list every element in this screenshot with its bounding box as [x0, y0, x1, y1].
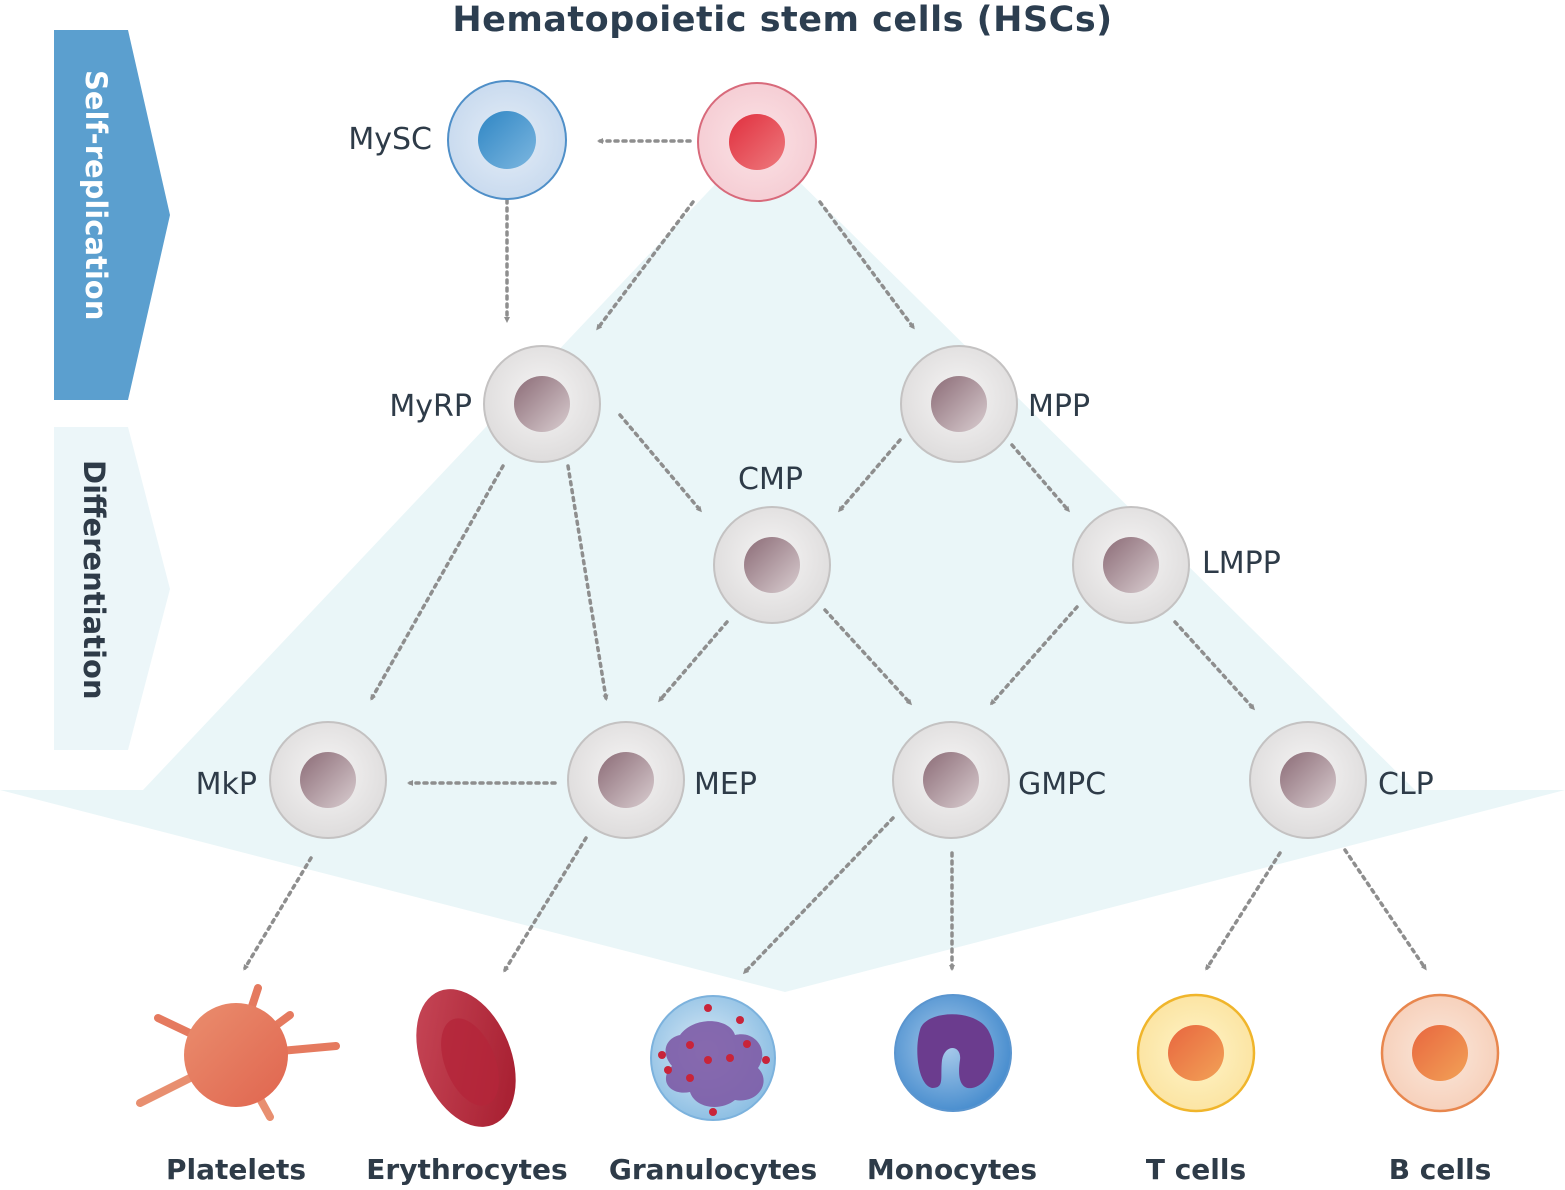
arrow-mkp-platelets [243, 856, 313, 971]
label-erythrocytes: Erythrocytes [366, 1153, 568, 1186]
monocyte-icon [894, 994, 1012, 1112]
arrow-myrp-mep [566, 464, 609, 701]
label-cmp: CMP [738, 462, 803, 497]
arrow-lmpp-clp [1173, 620, 1256, 711]
label-lmpp: LMPP [1202, 546, 1281, 581]
arrow-hsc-mpp [818, 200, 915, 330]
mkp-cell [269, 721, 387, 839]
b-cell-icon [1380, 993, 1500, 1113]
stage-label-self-replication: Self-replication [79, 70, 113, 321]
label-b-cells: B cells [1388, 1153, 1492, 1186]
arrow-myrp-cmp [618, 413, 702, 513]
self-replication-banner [54, 30, 170, 400]
arrow-lmpp-gmpc [990, 605, 1079, 706]
label-mpp: MPP [1028, 389, 1091, 424]
label-t-cells: T cells [1145, 1153, 1247, 1186]
cmp-cell [713, 506, 831, 624]
label-mep: MEP [694, 767, 757, 802]
differentiation-banner [54, 427, 170, 750]
arrow-mep-erythrocytes [503, 836, 588, 973]
arrow-cmp-mep [658, 620, 729, 703]
arrow-clp-bcells [1343, 848, 1427, 971]
arrow-myrp-mkp [370, 464, 505, 701]
arrow-mpp-lmpp [1010, 443, 1070, 513]
arrow-hsc-myrp [596, 200, 695, 331]
mep-cell [567, 721, 685, 839]
clp-cell [1249, 721, 1367, 839]
label-mkp: MkP [195, 767, 257, 802]
label-gmpc: GMPC [1018, 767, 1107, 802]
gmpc-cell [892, 721, 1010, 839]
page-title: Hematopoietic stem cells (HSCs) [452, 0, 1113, 40]
stage-label-differentiation: Differentiation [77, 460, 111, 700]
mpp-cell [900, 345, 1018, 463]
label-myrp: MyRP [389, 389, 472, 424]
platelet-icon [136, 984, 340, 1121]
arrow-cmp-gmpc [823, 608, 913, 706]
mysc-cell [447, 80, 567, 200]
hsc-cell [697, 82, 817, 202]
label-platelets: Platelets [165, 1153, 307, 1186]
arrow-gmpc-granulocytes [742, 816, 895, 975]
granulocyte-icon [650, 995, 776, 1121]
t-cell-icon [1136, 993, 1256, 1113]
label-clp: CLP [1378, 767, 1434, 802]
lmpp-cell [1072, 506, 1190, 624]
arrow-mpp-cmp [838, 438, 902, 513]
erythrocyte-icon [416, 989, 516, 1127]
label-mysc: MySC [348, 122, 432, 157]
label-monocytes: Monocytes [866, 1153, 1038, 1186]
arrow-clp-tcells [1205, 851, 1282, 971]
label-granulocytes: Granulocytes [608, 1153, 818, 1186]
myrp-cell [483, 345, 601, 463]
